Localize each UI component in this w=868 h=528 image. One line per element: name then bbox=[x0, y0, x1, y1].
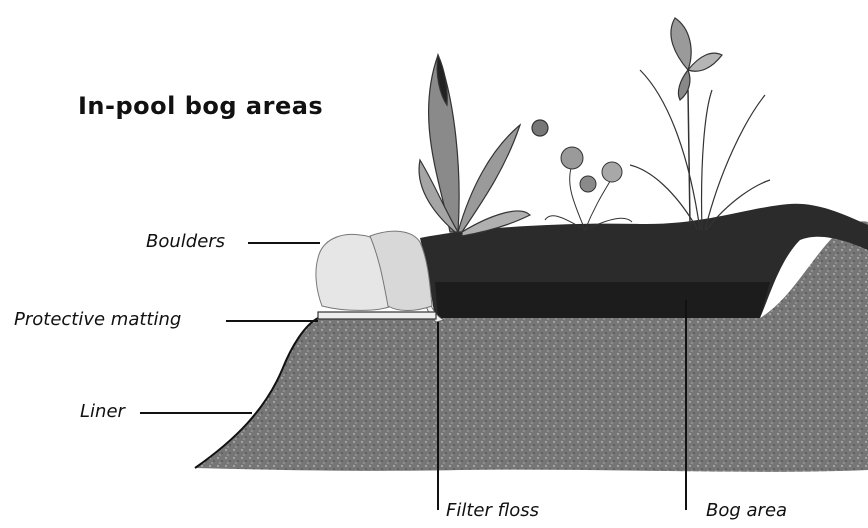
label-filter-floss: Filter floss bbox=[446, 500, 539, 521]
protective-matting bbox=[318, 312, 436, 319]
plant-flowering bbox=[545, 147, 632, 230]
bog-soil-lower bbox=[435, 282, 770, 318]
label-bog-area: Bog area bbox=[706, 500, 787, 521]
label-boulders: Boulders bbox=[146, 231, 225, 252]
diagram-title: In-pool bog areas bbox=[78, 92, 323, 120]
plant-iris bbox=[630, 18, 770, 230]
label-protective-matting: Protective matting bbox=[14, 309, 181, 330]
label-liner: Liner bbox=[80, 401, 125, 422]
plant-leafy bbox=[419, 55, 548, 236]
